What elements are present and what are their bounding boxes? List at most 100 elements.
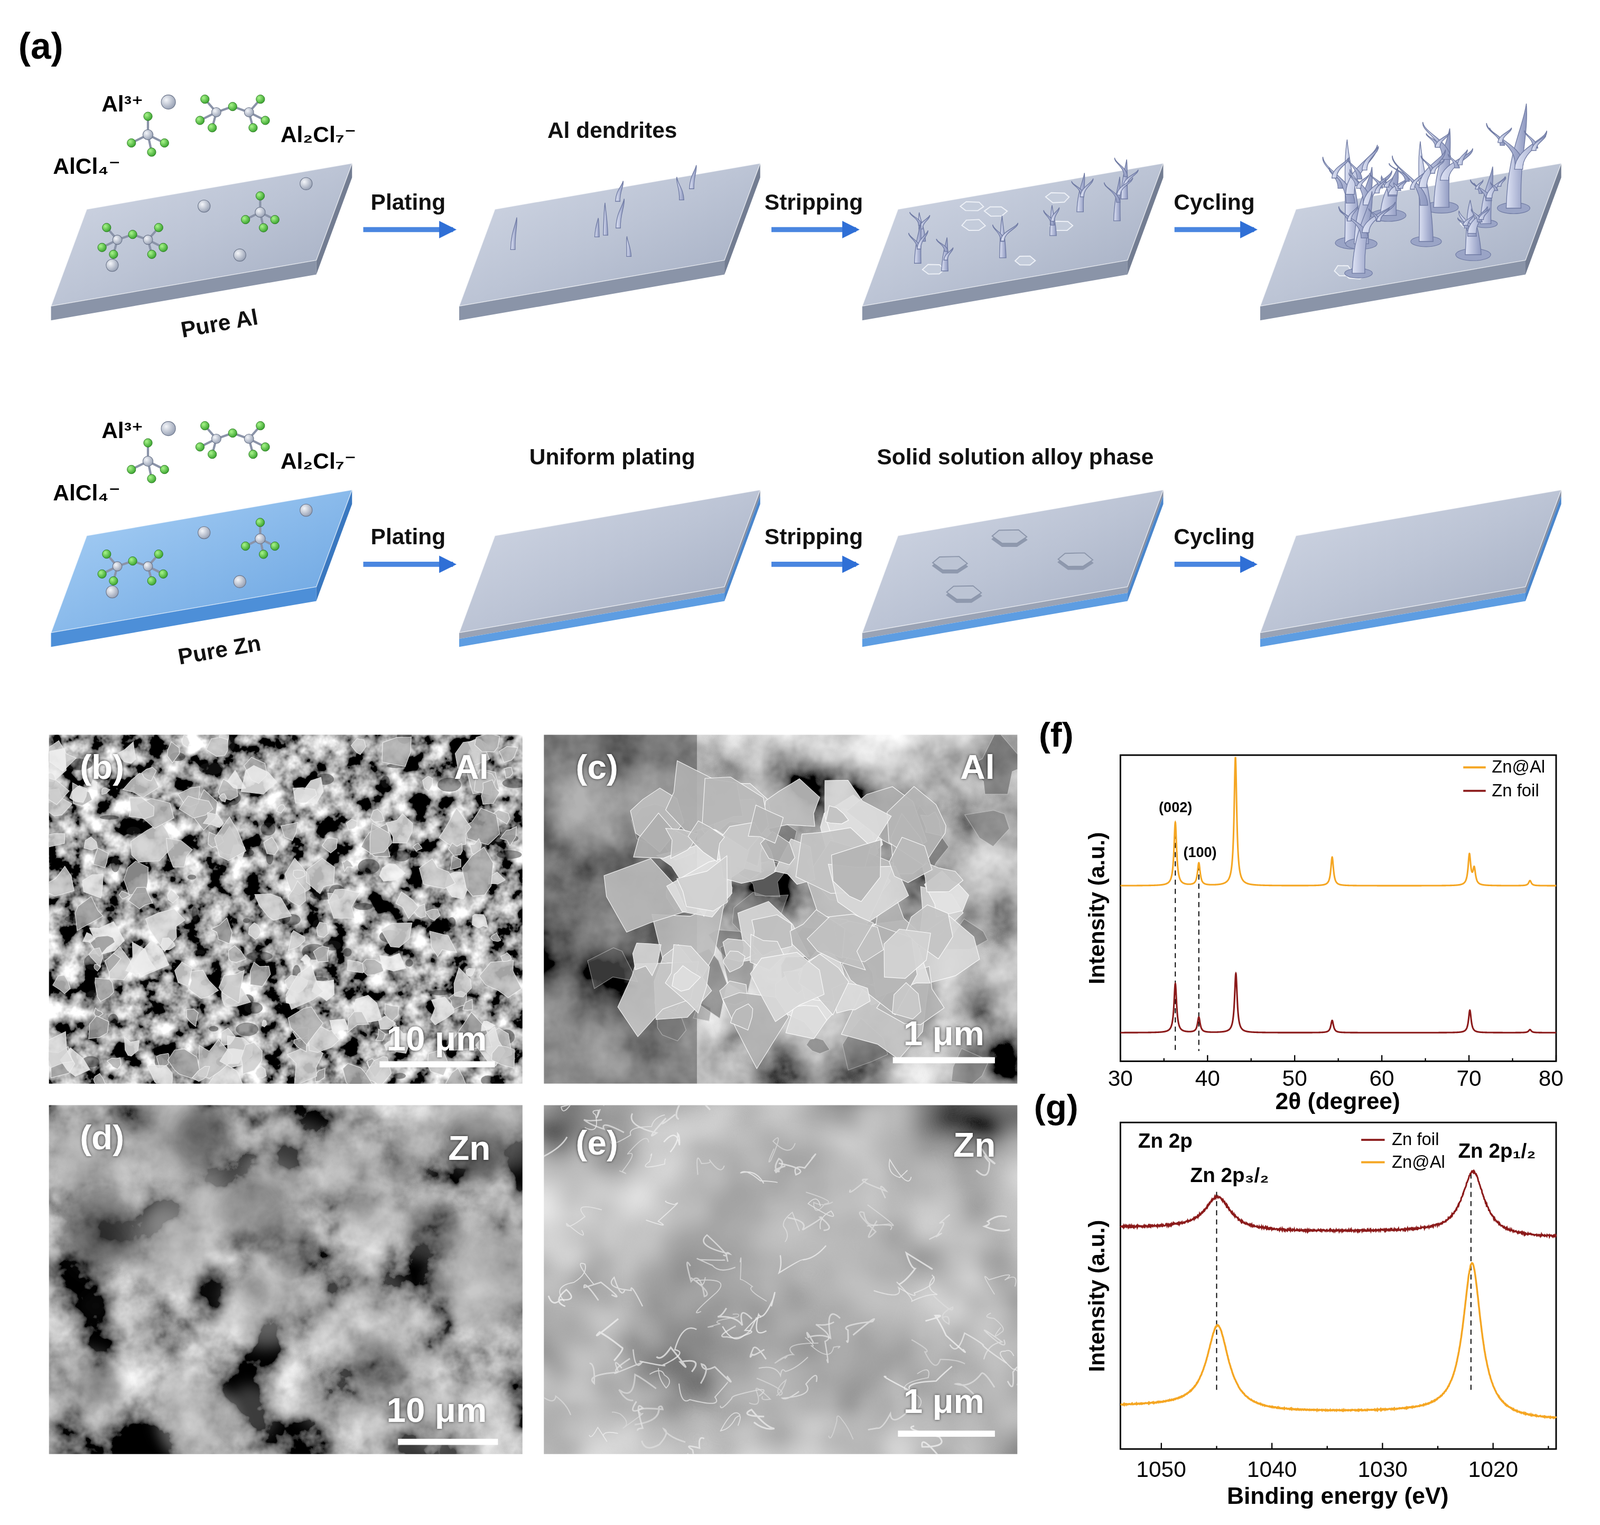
- sem-flake: [347, 1011, 369, 1032]
- ion-label: Al³⁺: [101, 91, 144, 118]
- sem-flake: [147, 1065, 173, 1084]
- sem-flake: [750, 952, 825, 1022]
- sem-dark: [348, 1336, 406, 1394]
- cl-atom: [154, 223, 163, 232]
- sem-flake: [93, 848, 109, 869]
- stage-heading: Uniform plating: [529, 444, 696, 471]
- cl-atom: [259, 223, 268, 232]
- sem-flake: [211, 917, 232, 944]
- sem-wrinkle: [717, 1308, 752, 1326]
- sem-flake: [380, 922, 413, 948]
- al-ion: [211, 107, 222, 118]
- ion-label: Al₂Cl₇⁻: [280, 448, 357, 474]
- sem-flake: [687, 820, 725, 862]
- sem-flake: [248, 922, 260, 939]
- sem-flake: [88, 947, 104, 967]
- sem-wrinkle: [910, 1426, 942, 1455]
- sem-wrinkle: [859, 1212, 879, 1238]
- sem-pit: [380, 775, 390, 788]
- legend-text: Zn foil: [1491, 780, 1539, 802]
- axis-tick: [1294, 1055, 1296, 1062]
- cl-atom: [200, 95, 210, 104]
- sem-flake: [825, 805, 849, 824]
- sem-wrinkle: [928, 1214, 950, 1240]
- sem-flake: [181, 734, 190, 748]
- sem-wrinkle: [645, 1201, 678, 1225]
- sem-wrinkle: [639, 1327, 697, 1366]
- ion-label: Al₂Cl₇⁻: [280, 121, 357, 148]
- sem-flake: [504, 767, 514, 778]
- sem-image: [543, 734, 1018, 1084]
- sem-flake: [52, 975, 71, 994]
- guide-dash: [1198, 865, 1200, 1051]
- scale-label: 1 μm: [903, 1381, 985, 1421]
- slab-outline: [1260, 438, 1567, 688]
- sem-flake: [285, 964, 324, 1010]
- sem-flake: [461, 847, 493, 897]
- electrode-slab: Al dendrites: [459, 112, 766, 361]
- sem-flake: [300, 954, 311, 965]
- sem-flake: [306, 858, 336, 894]
- dendrite: [1050, 207, 1060, 222]
- cl-atom: [248, 123, 258, 133]
- dendrite: [615, 181, 624, 202]
- cl-atom: [261, 116, 270, 125]
- cl-atom: [147, 576, 156, 585]
- dendrite: [1332, 156, 1350, 179]
- sem-blob: [49, 1347, 126, 1427]
- dendrite: [1475, 180, 1484, 190]
- al-ion: [244, 107, 254, 118]
- sem-flake: [206, 737, 228, 757]
- sem-flake: [240, 765, 277, 795]
- sem-pit: [448, 917, 457, 928]
- sem-flake: [167, 1048, 200, 1079]
- sem-flake: [748, 805, 784, 844]
- sem-flake: [472, 914, 488, 928]
- cl-atom: [241, 541, 250, 551]
- dendrite: [1080, 178, 1094, 198]
- sample-tag: Al: [453, 747, 489, 787]
- sem-wrinkle: [889, 1159, 912, 1181]
- sem-pit: [342, 947, 352, 957]
- sem-dark: [423, 1269, 446, 1292]
- axis-title: 2θ (degree): [1275, 1087, 1401, 1115]
- sem-flake: [316, 922, 329, 938]
- etch-pit: [922, 264, 945, 275]
- sem-flake: [445, 1068, 468, 1084]
- sem-pit: [99, 815, 119, 820]
- sem-flake: [49, 866, 74, 897]
- step-label: Cycling: [1173, 189, 1255, 216]
- axis-tick: [1468, 1055, 1470, 1062]
- legend-line: [1361, 1138, 1385, 1141]
- sem-flake: [499, 746, 518, 763]
- sem-image: [543, 1104, 1018, 1454]
- sem-wrinkle: [663, 1133, 680, 1152]
- legend-line: [1463, 789, 1486, 793]
- al-ion: [106, 259, 119, 272]
- sem-pit: [393, 1073, 406, 1079]
- sem-flake: [831, 839, 881, 902]
- sem-wrinkle: [983, 1329, 1006, 1360]
- guide-dash: [1470, 1173, 1472, 1390]
- sample-tag: Al: [960, 747, 995, 787]
- electrode-slab: Pure Al: [51, 112, 358, 361]
- sem-wrinkle: [787, 1216, 830, 1231]
- tick-label: 80: [1538, 1065, 1564, 1092]
- sem-flake: [466, 968, 476, 976]
- axis-tick: [1271, 1443, 1273, 1450]
- sem-wrinkle: [768, 1137, 796, 1162]
- sem-wrinkle: [619, 1138, 649, 1174]
- cl-atom: [195, 116, 204, 125]
- peak-label: Zn 2p₃/₂: [1190, 1163, 1270, 1187]
- dendrite: [1114, 157, 1128, 178]
- cl-atom: [241, 215, 250, 224]
- sem-wrinkle: [756, 1378, 786, 1396]
- sem-flake: [262, 1019, 267, 1027]
- sem-pit: [392, 850, 410, 862]
- sem-pit: [246, 951, 273, 962]
- dendrite: [1123, 169, 1139, 186]
- sem-dark: [77, 1363, 123, 1408]
- sample-tag: Zn: [448, 1128, 491, 1168]
- sem-blob: [155, 1373, 191, 1409]
